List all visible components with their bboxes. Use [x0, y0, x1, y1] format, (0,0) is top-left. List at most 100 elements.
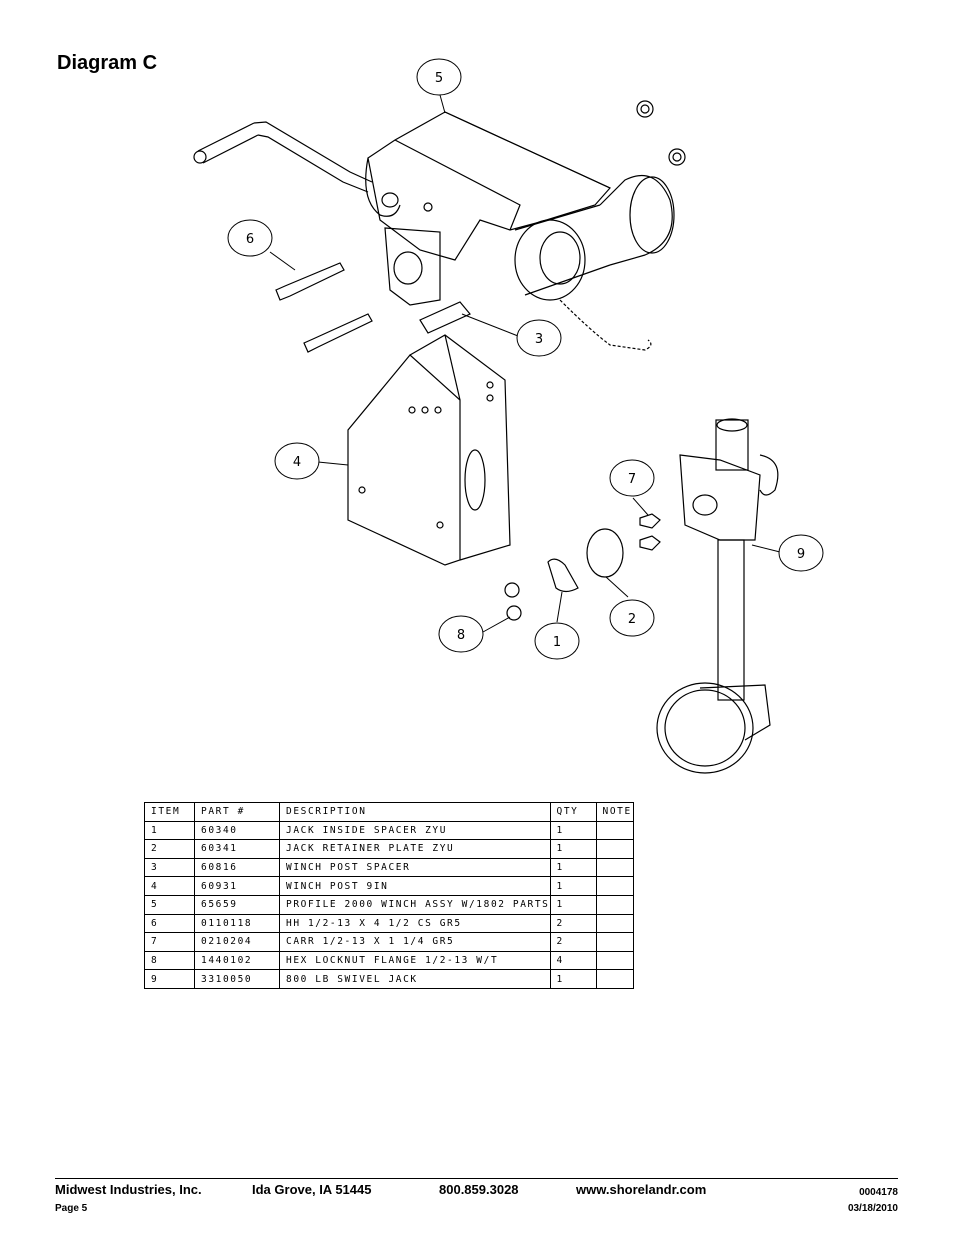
- table-row: 2 60341 JACK RETAINER PLATE ZYU 1: [144, 839, 634, 859]
- cell-qty: 2: [549, 932, 597, 952]
- cell-item: 2: [144, 839, 195, 859]
- inside-spacer-illustration: [547, 558, 579, 593]
- cell-qty: 1: [549, 820, 597, 841]
- cell-item: 5: [144, 894, 195, 915]
- cell-description: JACK INSIDE SPACER ZYU: [279, 820, 551, 841]
- callout-bubble: [416, 58, 462, 96]
- table-row: 1 60340 JACK INSIDE SPACER ZYU 1: [144, 820, 634, 841]
- callout-8: 8: [457, 628, 465, 643]
- callout-3: 3: [535, 332, 543, 347]
- footer-company: Midwest Industries, Inc.: [55, 1182, 202, 1197]
- cell-note: [595, 820, 634, 841]
- table-row: 6 0110118 HH 1/2-13 X 4 1/2 CS GR5 2: [144, 913, 634, 934]
- header-part-number: PART #: [194, 802, 280, 822]
- table-row: 7 0210204 CARR 1/2-13 X 1 1/4 GR5 2: [144, 932, 634, 952]
- page-title: Diagram C: [57, 52, 158, 74]
- header-note: NOTE: [595, 802, 634, 822]
- cell-part: 60931: [194, 876, 280, 896]
- cell-item: 4: [144, 876, 195, 896]
- cell-qty: 4: [549, 950, 597, 971]
- callout-9: 9: [797, 547, 805, 562]
- crank-handle-illustration: [193, 121, 373, 193]
- footer-date: 03/18/2010: [847, 1203, 898, 1214]
- cell-description: PROFILE 2000 WINCH ASSY W/1802 PARTS: [279, 894, 551, 915]
- footer-divider: [55, 1178, 898, 1179]
- callout-7: 7: [628, 472, 636, 487]
- cell-note: [595, 857, 634, 878]
- callout-bubble: [227, 219, 273, 257]
- locknut-illustration: [504, 582, 522, 621]
- callout-1: 1: [553, 635, 561, 650]
- cell-item: 7: [144, 932, 195, 952]
- carriage-bolt-illustration: [639, 513, 661, 551]
- swivel-jack-illustration: [656, 418, 779, 774]
- cell-qty: 1: [549, 876, 597, 896]
- cell-description: HEX LOCKNUT FLANGE 1/2-13 W/T: [279, 950, 551, 971]
- table-row: 3 60816 WINCH POST SPACER 1: [144, 857, 634, 878]
- cell-part: 0110118: [194, 913, 280, 934]
- table-row: 4 60931 WINCH POST 9IN 1: [144, 876, 634, 896]
- callout-bubble: [609, 459, 655, 497]
- table-row: 5 65659 PROFILE 2000 WINCH ASSY W/1802 P…: [144, 894, 634, 915]
- table-header-row: ITEM PART # DESCRIPTION QTY NOTE: [144, 802, 634, 822]
- cell-item: 3: [144, 857, 195, 878]
- cell-description: 800 LB SWIVEL JACK: [279, 969, 551, 989]
- hex-nut-illustration: [636, 100, 686, 166]
- cell-description: WINCH POST 9IN: [279, 876, 551, 896]
- callout-bubble: [778, 534, 824, 572]
- winch-body-illustration: [365, 111, 611, 306]
- cell-note: [595, 969, 634, 989]
- cell-part: 60816: [194, 857, 280, 878]
- cell-item: 6: [144, 913, 195, 934]
- cell-note: [595, 932, 634, 952]
- footer-phone: 800.859.3028: [439, 1182, 519, 1197]
- exploded-parts-diagram: 5 6 3 4 7 9 2 8 1: [193, 58, 824, 774]
- cell-part: 60341: [194, 839, 280, 859]
- cell-qty: 2: [549, 913, 597, 934]
- callout-bubble: [438, 615, 484, 653]
- header-qty: QTY: [549, 802, 597, 822]
- cell-note: [595, 950, 634, 971]
- callout-bubble: [534, 622, 580, 660]
- winch-post-illustration: [347, 334, 511, 566]
- cell-note: [595, 876, 634, 896]
- spacer-illustration: [419, 301, 471, 334]
- callout-4: 4: [293, 455, 301, 470]
- cell-description: JACK RETAINER PLATE ZYU: [279, 839, 551, 859]
- cell-description: CARR 1/2-13 X 1 1/4 GR5: [279, 932, 551, 952]
- callout-bubble: [516, 319, 562, 357]
- parts-table: ITEM PART # DESCRIPTION QTY NOTE 1 60340…: [144, 802, 634, 989]
- table-row: 9 3310050 800 LB SWIVEL JACK 1: [144, 969, 634, 989]
- cell-item: 8: [144, 950, 195, 971]
- winch-strap-illustration: [559, 299, 652, 351]
- cell-qty: 1: [549, 894, 597, 915]
- winch-drum-illustration: [514, 174, 675, 301]
- cell-qty: 1: [549, 857, 597, 878]
- cell-note: [595, 894, 634, 915]
- callout-bubble: [609, 599, 655, 637]
- cell-item: 9: [144, 969, 195, 989]
- cell-note: [595, 839, 634, 859]
- retainer-plate-illustration: [586, 528, 624, 578]
- cell-part: 1440102: [194, 950, 280, 971]
- cell-part: 0210204: [194, 932, 280, 952]
- cell-description: WINCH POST SPACER: [279, 857, 551, 878]
- cell-part: 65659: [194, 894, 280, 915]
- callout-2: 2: [628, 612, 636, 627]
- header-description: DESCRIPTION: [279, 802, 551, 822]
- footer-location: Ida Grove, IA 51445: [252, 1182, 372, 1197]
- cell-description: HH 1/2-13 X 4 1/2 CS GR5: [279, 913, 551, 934]
- callout-6: 6: [246, 232, 254, 247]
- cell-part: 3310050: [194, 969, 280, 989]
- cell-item: 1: [144, 820, 195, 841]
- cell-note: [595, 913, 634, 934]
- cell-qty: 1: [549, 839, 597, 859]
- footer-page-number: Page 5: [55, 1203, 88, 1214]
- callout-5: 5: [435, 71, 443, 86]
- header-item: ITEM: [144, 802, 195, 822]
- cell-qty: 1: [549, 969, 597, 989]
- callout-bubble: [274, 442, 320, 480]
- cell-part: 60340: [194, 820, 280, 841]
- footer-website: www.shorelandr.com: [576, 1182, 707, 1197]
- footer-doc-number: 0004178: [859, 1187, 898, 1198]
